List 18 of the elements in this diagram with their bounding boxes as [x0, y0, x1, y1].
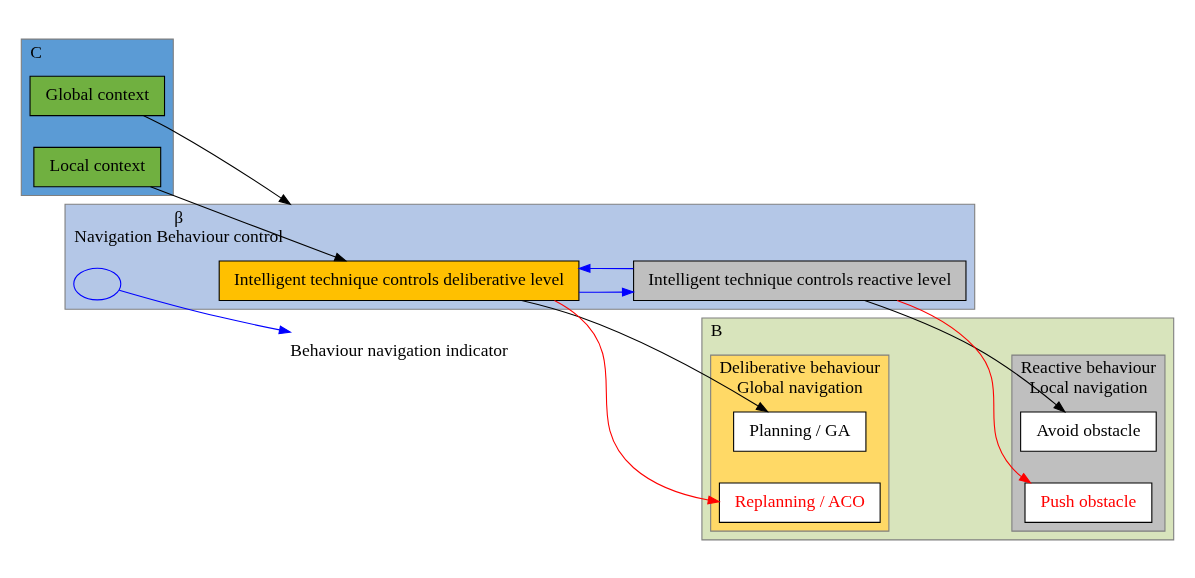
arrow	[578, 287, 636, 297]
arrow	[577, 263, 634, 273]
arrow	[896, 299, 1032, 484]
node-box: Intelligent technique controls reactive level	[633, 260, 967, 301]
node-box: Global context	[29, 75, 166, 116]
arrow	[143, 114, 292, 205]
arrow	[553, 299, 721, 504]
arrow	[118, 289, 293, 334]
node-box: Planning / GA	[733, 410, 867, 452]
node-box: Push obstacle	[1024, 481, 1153, 523]
node-box: Intelligent technique controls deliberative level	[218, 260, 580, 301]
node-box: Local context	[33, 146, 162, 187]
arrow	[521, 299, 769, 413]
node-text: Behaviour navigation indicator	[290, 339, 508, 360]
node-ellipse	[73, 267, 122, 300]
arrow	[150, 185, 348, 262]
node-box: Avoid obstacle	[1020, 410, 1157, 452]
node-box: Replanning / ACO	[718, 481, 881, 523]
